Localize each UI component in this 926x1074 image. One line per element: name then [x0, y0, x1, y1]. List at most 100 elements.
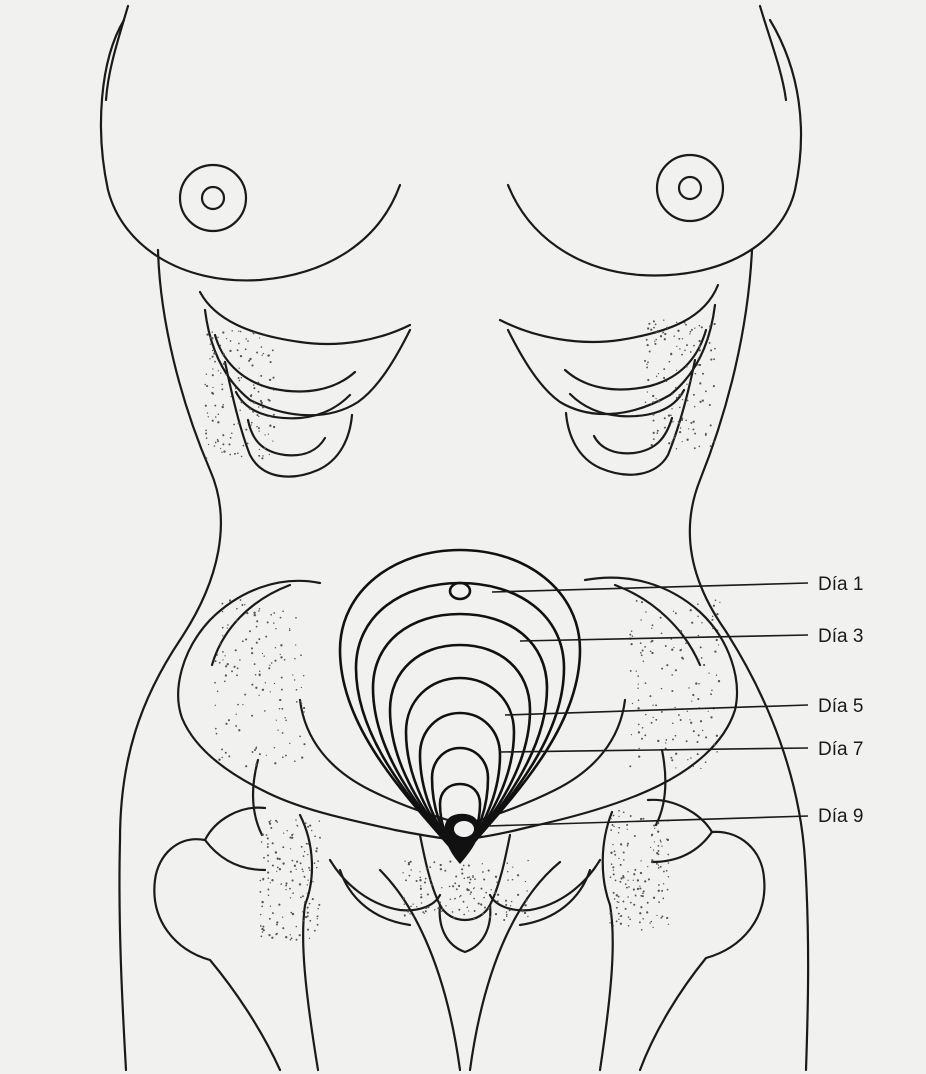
stipple-dot	[290, 912, 292, 914]
stipple-dot	[640, 895, 642, 897]
stipple-dot	[641, 601, 643, 603]
stipple-dot	[222, 434, 224, 436]
stipple-dot	[282, 846, 284, 848]
stipple-dot	[527, 916, 528, 917]
stipple-dot	[657, 330, 659, 332]
stipple-dot	[472, 876, 474, 878]
stipple-dot	[658, 850, 660, 852]
stipple-dot	[710, 716, 712, 718]
stipple-dot	[409, 861, 411, 863]
stipple-dot	[679, 407, 681, 409]
stipple-dot	[690, 722, 692, 724]
stipple-dot	[709, 326, 711, 328]
stipple-dot	[654, 828, 655, 829]
stipple-dot	[488, 907, 490, 909]
stipple-dot	[630, 643, 632, 645]
stipple-dot	[221, 748, 223, 750]
stipple-dot	[453, 917, 455, 919]
stipple-dot	[645, 401, 646, 402]
stipple-dot	[280, 644, 282, 646]
stipple-dot	[318, 904, 320, 906]
stipple-dot	[619, 881, 621, 883]
stipple-dot	[241, 604, 243, 606]
stipple-dot	[633, 880, 634, 881]
stipple-dot	[214, 682, 216, 684]
stipple-dot	[281, 708, 283, 710]
stipple-dot	[618, 896, 620, 898]
ring-1	[340, 550, 580, 858]
stipple-dot	[610, 852, 612, 854]
stipple-dot	[205, 432, 207, 434]
stipple-dot	[644, 646, 646, 648]
stipple-dot	[317, 915, 319, 917]
stipple-dot	[262, 926, 264, 928]
stipple-dot	[230, 437, 232, 439]
stipple-dot	[673, 611, 674, 612]
stipple-dot	[652, 624, 654, 626]
stipple-dot	[637, 879, 639, 881]
stipple-dot	[715, 600, 717, 602]
stipple-dot	[234, 453, 236, 455]
stipple-dot	[307, 907, 309, 909]
stipple-dot	[307, 893, 308, 894]
stipple-dot	[274, 747, 275, 748]
stipple-dot	[287, 830, 288, 831]
stipple-dot	[632, 635, 634, 637]
stipple-dot	[716, 639, 718, 641]
stipple-dot	[274, 683, 275, 684]
stipple-dot	[467, 907, 469, 909]
stipple-dot	[711, 690, 713, 692]
stipple-dot	[258, 638, 260, 640]
stipple-dot	[527, 860, 528, 861]
stipple-dot	[309, 938, 310, 939]
stipple-dot	[249, 408, 251, 410]
stipple-dot	[220, 448, 221, 449]
stipple-dot	[312, 898, 314, 900]
stipple-dot	[315, 850, 317, 852]
stipple-dot	[644, 880, 646, 882]
stipple-dot	[688, 687, 689, 688]
stipple-dot	[307, 843, 309, 845]
stipple-dot	[241, 401, 243, 403]
stipple-dot	[253, 333, 255, 335]
stipple-dot	[255, 674, 257, 676]
thigh-lines	[380, 862, 560, 1070]
stipple-dot	[275, 647, 276, 648]
stipple-dot	[628, 916, 630, 918]
stipple-dot	[212, 331, 213, 332]
stipple-dot	[276, 871, 277, 872]
stipple-dot	[276, 921, 278, 923]
stipple-dot	[409, 913, 410, 914]
stipple-dot	[461, 873, 463, 875]
stipple-dot	[296, 825, 297, 826]
stipple-dot	[303, 711, 304, 712]
stipple-dot	[517, 895, 518, 896]
stipple-dot	[698, 734, 700, 736]
stipple-dot	[482, 871, 484, 873]
stipple-dot	[650, 921, 652, 923]
stipple-dot	[445, 905, 446, 906]
stipple-dot	[312, 881, 313, 882]
stipple-dot	[693, 345, 695, 347]
stipple-dot	[258, 455, 260, 457]
stipple-dot	[249, 630, 251, 632]
stipple-dot	[307, 884, 308, 885]
stipple-dot	[452, 911, 454, 913]
stipple-dot	[258, 391, 260, 393]
stipple-dot	[635, 895, 637, 897]
stipple-dot	[689, 719, 690, 720]
stipple-dot	[258, 695, 259, 696]
stipple-dot	[668, 442, 670, 444]
stipple-dot	[699, 349, 701, 351]
stipple-dot	[228, 719, 230, 721]
left-rib-cage	[200, 292, 410, 477]
stipple-dot	[667, 854, 669, 856]
stipple-dot	[247, 443, 249, 445]
stipple-dot	[676, 346, 677, 347]
stipple-dot	[218, 414, 220, 416]
stipple-dot	[275, 851, 277, 853]
stipple-dot	[229, 454, 231, 456]
stipple-dot	[698, 357, 700, 359]
stipple-dot	[215, 660, 217, 662]
stipple-dot	[267, 837, 269, 839]
